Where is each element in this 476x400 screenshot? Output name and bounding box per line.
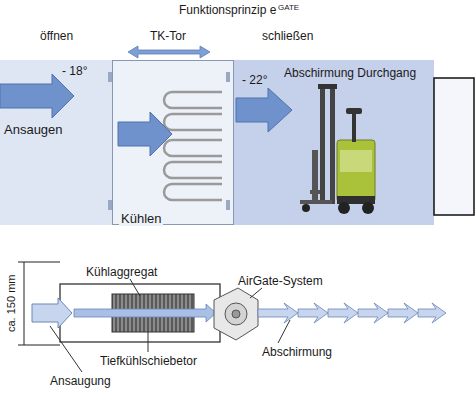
cold-zone: [234, 60, 434, 225]
double-arrow: [128, 46, 210, 58]
callout-label: Ansaugung: [50, 374, 111, 388]
flow-arrow: [74, 304, 216, 322]
block-arrow: [118, 112, 172, 156]
callout-label: Abschirmung: [262, 345, 332, 359]
gate-housing: [60, 284, 220, 342]
label: Abschirmung Durchgang: [284, 66, 416, 80]
block-arrow: [0, 74, 74, 118]
dimension-label: ca. 150 mm: [4, 275, 18, 332]
inlet-arrow: [32, 298, 72, 328]
node-label: Kühlen: [119, 212, 163, 226]
title: Funktionsprinzip e: [179, 3, 276, 17]
cooling-coil: [164, 92, 222, 200]
shield-arrows: [258, 303, 446, 323]
wall: [434, 78, 474, 215]
temperature: - 22°: [242, 73, 267, 87]
callout-label: AirGate-System: [238, 274, 323, 288]
leader-line: [50, 279, 290, 372]
gate-box: Kühlen: [112, 60, 234, 225]
forklift: [300, 84, 375, 214]
callout-label: Tiefkühlschiebetor: [100, 354, 197, 368]
block-arrow: [236, 88, 292, 132]
gate-tab: [226, 72, 230, 82]
temperature: - 18°: [62, 64, 87, 78]
label: TK-Tor: [150, 29, 186, 43]
label: schließen: [262, 29, 313, 43]
gate-fill: [112, 60, 234, 225]
callout-label: Kühlaggregat: [86, 265, 157, 279]
superscript: GATE: [278, 1, 299, 15]
intake-zone: [0, 60, 112, 225]
gate-tab: [226, 200, 230, 210]
label: Ansaugen: [4, 123, 63, 137]
label: öffnen: [40, 29, 73, 43]
airgate-unit: [214, 288, 258, 340]
